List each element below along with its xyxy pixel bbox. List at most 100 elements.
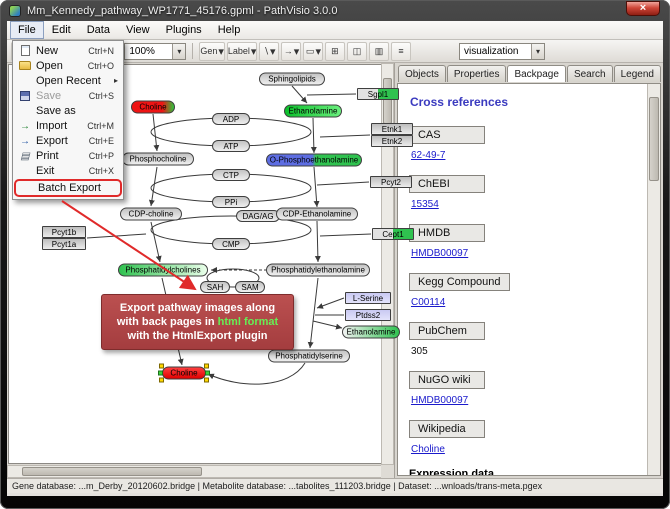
file-menu-open[interactable]: Open Ctrl+O — [14, 58, 122, 73]
pathway-node[interactable]: Pcyt2 — [370, 176, 412, 188]
xref-link[interactable]: HMDB00097 — [410, 248, 469, 259]
xref-link[interactable]: 305 — [410, 346, 428, 357]
xref-source-label: ChEBI — [408, 175, 485, 193]
selection-handle[interactable] — [204, 363, 209, 369]
pathway-node[interactable]: Pcyt1a — [42, 238, 86, 250]
pathway-node[interactable]: L-Serine — [345, 292, 391, 304]
xref-link[interactable]: 62-49-7 — [410, 150, 446, 161]
menu-view[interactable]: View — [125, 24, 150, 36]
pathway-node[interactable]: ADP — [212, 113, 250, 125]
tab-backpage[interactable]: Backpage — [507, 65, 566, 82]
label-tool-button[interactable]: Label ▾ — [226, 41, 258, 61]
file-menu-export[interactable]: Export Ctrl+E — [14, 133, 122, 148]
xref-source-label: HMDB — [408, 224, 485, 242]
pathway-node[interactable]: Etnk2 — [371, 135, 413, 147]
align-button[interactable]: ⊞ — [325, 41, 346, 61]
pathway-node[interactable]: Sgpl1 — [357, 88, 399, 100]
panel-scrollbar[interactable] — [647, 84, 660, 475]
pathway-node[interactable]: Ethanolamine — [342, 325, 400, 339]
annotation-text: Export pathway images along with back pa… — [116, 301, 279, 343]
common-size-button[interactable]: ◫ — [347, 41, 368, 61]
selection-handle[interactable] — [159, 377, 164, 383]
file-menu-open-recent[interactable]: Open Recent ▸ — [36, 74, 118, 87]
pathway-node[interactable]: CDP-choline — [120, 207, 182, 221]
xref-source-label: CAS — [408, 126, 485, 144]
shape-tool-button[interactable]: ▭ ▾ — [303, 41, 324, 61]
pathway-node[interactable]: Phosphatidylethanolamine — [266, 263, 370, 277]
tab-properties[interactable]: Properties — [446, 65, 507, 82]
pathway-node[interactable]: SAH — [200, 281, 230, 293]
tool-glyph-icon: ≡ — [398, 45, 404, 56]
menu-item-icon — [18, 150, 32, 162]
zoom-select[interactable]: 100% ▾ — [124, 42, 187, 60]
canvas-horizontal-scrollbar[interactable] — [7, 465, 446, 478]
file-menu-import[interactable]: Import Ctrl+M — [14, 118, 122, 133]
pathway-node[interactable]: PPi — [212, 196, 250, 208]
close-button[interactable]: × — [626, 0, 660, 16]
menu-plugins[interactable]: Plugins — [165, 24, 202, 36]
xref-source-label: Wikipedia — [408, 420, 485, 438]
connector-tool-button[interactable]: → ▾ — [281, 41, 302, 61]
pathway-node[interactable]: DAG/AG — [236, 210, 280, 222]
menu-file[interactable]: File — [10, 21, 44, 39]
tab-legend[interactable]: Legend — [613, 65, 661, 82]
pathway-node[interactable]: CMP — [212, 238, 250, 250]
xref-source-label: Kegg Compound — [408, 273, 510, 291]
pathway-node[interactable]: Phosphocholine — [122, 152, 194, 166]
file-menu-new[interactable]: New Ctrl+N — [14, 43, 122, 58]
pathway-node[interactable]: Ethanolamine — [284, 104, 342, 118]
pathway-node[interactable]: Phosphatidylcholines — [118, 263, 208, 277]
window-title: Mm_Kennedy_pathway_WP1771_45176.gpml - P… — [27, 4, 338, 17]
tool-glyph-icon: ▭ — [305, 45, 315, 56]
menu-data[interactable]: Data — [86, 24, 110, 36]
menu-help[interactable]: Help — [217, 24, 241, 36]
xref-link[interactable]: 15354 — [410, 199, 439, 210]
selection-handle[interactable] — [158, 370, 163, 375]
annotation-callout: Export pathway images along with back pa… — [101, 294, 294, 350]
pathway-node[interactable]: Pcyt1b — [42, 226, 86, 238]
tab-objects[interactable]: Objects — [397, 65, 446, 82]
xref-source-label: PubChem — [408, 322, 485, 340]
tab-search[interactable]: Search — [566, 65, 613, 82]
zoom-value: 100% — [129, 45, 155, 57]
chevron-down-icon: ▾ — [293, 45, 300, 58]
selection-handle[interactable] — [159, 363, 164, 369]
xref-link[interactable]: Choline — [410, 444, 445, 455]
file-menu-save-as[interactable]: Save as — [36, 104, 76, 117]
pathway-node[interactable]: Sphingolipids — [259, 72, 325, 86]
pathway-node[interactable]: Choline — [158, 363, 210, 383]
line-tool-button[interactable]: ∖ ▾ — [259, 41, 280, 61]
stack-button[interactable]: ≡ — [391, 41, 412, 61]
file-menu-save[interactable]: Save Ctrl+S — [14, 88, 122, 103]
toolbar-separator — [192, 43, 194, 59]
xref-link[interactable]: C00114 — [410, 297, 446, 308]
pathway-node[interactable]: O-Phosphoethanolamine — [266, 153, 362, 167]
pathway-node[interactable]: Etnk1 — [371, 123, 413, 135]
pathway-node[interactable]: SAM — [235, 281, 265, 293]
xref-section: NuGO wiki HMDB00097 — [408, 370, 638, 406]
scrollbar-thumb[interactable] — [649, 97, 659, 181]
pathway-node[interactable]: Phosphatidylserine — [268, 349, 350, 363]
datanode-tool-button[interactable]: Gen ▾ — [199, 41, 225, 61]
xref-link[interactable]: HMDB00097 — [410, 395, 469, 406]
distribute-button[interactable]: ▥ — [369, 41, 390, 61]
submenu-arrow-icon: ▸ — [113, 76, 118, 85]
selection-handle[interactable] — [204, 377, 209, 383]
menu-item-icon — [18, 135, 32, 147]
menu-edit[interactable]: Edit — [51, 24, 71, 36]
pathway-node[interactable]: CTP — [212, 169, 250, 181]
file-menu-batch-export[interactable]: Batch Export — [14, 179, 122, 197]
file-menu-print[interactable]: Print Ctrl+P — [14, 148, 122, 163]
scrollbar-thumb[interactable] — [22, 467, 202, 476]
menu-item-icon-glyph — [19, 61, 31, 70]
pathway-node[interactable]: Cept1 — [372, 228, 414, 240]
file-menu-exit[interactable]: Exit Ctrl+X — [36, 164, 114, 177]
pathway-node[interactable]: ATP — [212, 140, 250, 152]
pathway-node[interactable]: Ptdss2 — [345, 309, 391, 321]
pathway-node[interactable]: Choline — [131, 100, 175, 114]
visualization-select[interactable]: visualization ▾ — [459, 42, 545, 60]
selection-handle[interactable] — [205, 370, 210, 375]
statusbar: Gene database: ...m_Derby_20120602.bridg… — [7, 478, 663, 493]
pathway-node[interactable]: CDP-Ethanolamine — [276, 207, 358, 221]
